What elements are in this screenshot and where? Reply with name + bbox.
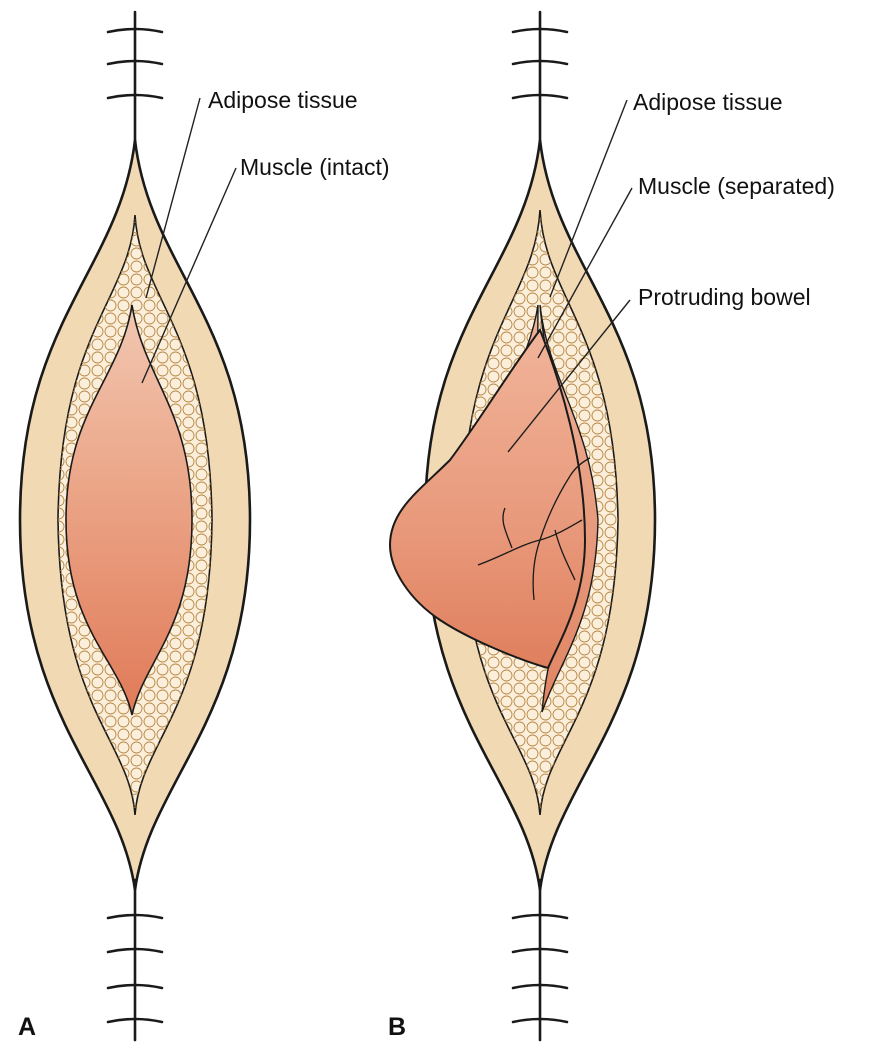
panel-letter-b: B bbox=[388, 1013, 406, 1041]
label-adipose-a: Adipose tissue bbox=[208, 87, 358, 113]
suture-top-a bbox=[106, 10, 164, 152]
leader-adipose-a bbox=[145, 97, 201, 299]
panel-letter-a: A bbox=[18, 1013, 36, 1041]
leader-muscle-b bbox=[537, 187, 633, 359]
suture-bottom-b bbox=[511, 878, 569, 1042]
leader-adipose-b bbox=[549, 99, 628, 298]
label-muscle-separated: Muscle (separated) bbox=[638, 173, 835, 199]
leader-muscle-a bbox=[141, 167, 237, 384]
label-protruding-bowel: Protruding bowel bbox=[638, 284, 811, 310]
bowel-vessels bbox=[477, 457, 591, 601]
panel-b: Adipose tissue Muscle (separated) Protru… bbox=[388, 10, 835, 1042]
muscle-intact bbox=[65, 304, 193, 716]
leader-bowel-b bbox=[507, 299, 631, 453]
suture-bottom-a bbox=[106, 878, 164, 1042]
protruding-bowel bbox=[388, 327, 587, 670]
suture-top-b bbox=[511, 10, 569, 152]
label-muscle-intact: Muscle (intact) bbox=[240, 154, 390, 180]
panel-a: Adipose tissue Muscle (intact) A bbox=[18, 10, 390, 1042]
label-adipose-b: Adipose tissue bbox=[633, 89, 783, 115]
